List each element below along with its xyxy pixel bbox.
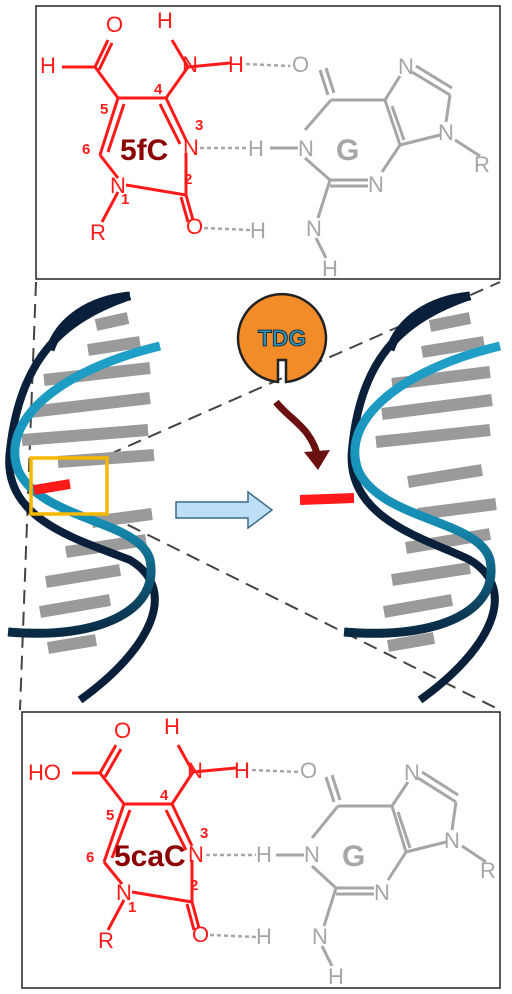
top-g-n1: N bbox=[298, 136, 314, 161]
dna-left bbox=[5, 291, 162, 704]
top-g-amine-h1: H bbox=[250, 218, 266, 243]
bottom-g-n7: N bbox=[404, 760, 420, 785]
top-ring-number-1: 1 bbox=[121, 191, 129, 208]
bottom-5cac-bonds bbox=[72, 744, 237, 931]
bottom-g-n3: N bbox=[374, 880, 390, 905]
top-g-n9: N bbox=[438, 120, 454, 145]
top-g-n3: N bbox=[368, 172, 384, 197]
top-amine-h2: H bbox=[228, 52, 244, 77]
top-ring-number-4: 4 bbox=[154, 81, 163, 98]
top-g-carbonyl-o: O bbox=[292, 52, 309, 77]
bottom-amine-h2: H bbox=[234, 758, 250, 783]
top-amine-n: N bbox=[182, 52, 198, 77]
bottom-ring-number-4: 4 bbox=[160, 787, 169, 804]
bottom-g-carbonyl-o: O bbox=[300, 758, 317, 783]
bottom-n1: N bbox=[116, 880, 132, 905]
top-g-r-group: R bbox=[474, 152, 490, 177]
top-n1: N bbox=[110, 173, 126, 198]
tdg-body bbox=[236, 293, 328, 384]
process-arrow bbox=[175, 490, 274, 530]
top-amine-h1: H bbox=[157, 8, 173, 33]
top-g-amine-n: N bbox=[306, 216, 322, 241]
top-partner-label: G bbox=[336, 134, 359, 167]
bottom-carbonyl-o: O bbox=[192, 922, 209, 947]
enzyme-arrow-shaft bbox=[273, 399, 322, 459]
top-base-label: 5fC bbox=[120, 134, 168, 167]
bottom-amine-n: N bbox=[187, 758, 203, 783]
top-g-amine-h2: H bbox=[322, 256, 338, 281]
dna-right-strand-top bbox=[385, 291, 471, 352]
bottom-panel-frame bbox=[21, 711, 501, 989]
bottom-g-r-group: R bbox=[480, 858, 496, 883]
top-ring-number-2: 2 bbox=[184, 171, 192, 188]
modified-base-highlight bbox=[33, 479, 71, 495]
top-5fc-bonds bbox=[62, 39, 231, 223]
top-structure-panel: H O H N H N N O R 1 2 3 4 5 6 5fC bbox=[35, 5, 501, 281]
top-ring-number-3: 3 bbox=[195, 117, 203, 134]
bottom-g-amine-h2: H bbox=[328, 964, 344, 989]
highlight-box bbox=[29, 456, 109, 516]
top-panel-frame bbox=[35, 5, 501, 280]
bottom-ring-number-5: 5 bbox=[106, 807, 114, 824]
dna-left-strand-top bbox=[45, 291, 131, 352]
bottom-g-n9: N bbox=[444, 828, 460, 853]
tdg-label: TDG bbox=[258, 325, 307, 351]
dna-left-strand-front bbox=[7, 341, 162, 638]
dna-right bbox=[343, 291, 502, 704]
bottom-guanine-bonds bbox=[276, 770, 487, 967]
top-hydrogen-bonds bbox=[200, 62, 291, 232]
bottom-partner-label: G bbox=[342, 840, 365, 873]
top-ring-number-6: 6 bbox=[82, 141, 90, 158]
bottom-carboxyl-o: O bbox=[114, 718, 131, 743]
dna-reaction-scheme: TDG bbox=[5, 281, 502, 711]
bottom-structure-panel: HO O H N H N N O R 1 2 3 4 5 6 5caC bbox=[21, 711, 501, 989]
bottom-carboxyl-oh: HO bbox=[28, 760, 61, 785]
tdg-enzyme: TDG bbox=[236, 293, 330, 470]
top-ring-number-5: 5 bbox=[100, 101, 108, 118]
bottom-hydrogen-bonds bbox=[206, 768, 301, 939]
bottom-g-h1: H bbox=[256, 842, 272, 867]
bottom-ring-number-1: 1 bbox=[128, 899, 136, 916]
bottom-ring-number-3: 3 bbox=[200, 825, 208, 842]
top-n3: N bbox=[183, 135, 199, 160]
top-r-group: R bbox=[90, 220, 106, 245]
bottom-base-label: 5caC bbox=[114, 840, 186, 873]
top-g-n7: N bbox=[398, 54, 414, 79]
bottom-ring-number-6: 6 bbox=[86, 849, 94, 866]
bottom-g-n1: N bbox=[304, 842, 320, 867]
excised-base bbox=[299, 493, 355, 505]
top-aldehyde-h: H bbox=[40, 53, 56, 78]
bottom-r-group: R bbox=[98, 928, 114, 953]
enzyme-arrow-head bbox=[304, 450, 330, 470]
bottom-g-amine-h1: H bbox=[256, 924, 272, 949]
top-aldehyde-o: O bbox=[106, 12, 123, 37]
bottom-ring-number-2: 2 bbox=[190, 877, 198, 894]
bottom-g-amine-n: N bbox=[312, 924, 328, 949]
bottom-amine-h1: H bbox=[164, 714, 180, 739]
dna-right-base-pairs bbox=[375, 312, 497, 652]
top-guanine-bonds bbox=[270, 64, 481, 259]
top-g-h1: H bbox=[248, 136, 264, 161]
dna-right-strand-front bbox=[343, 341, 502, 638]
bottom-n3: N bbox=[188, 842, 204, 867]
top-carbonyl-o: O bbox=[186, 214, 203, 239]
